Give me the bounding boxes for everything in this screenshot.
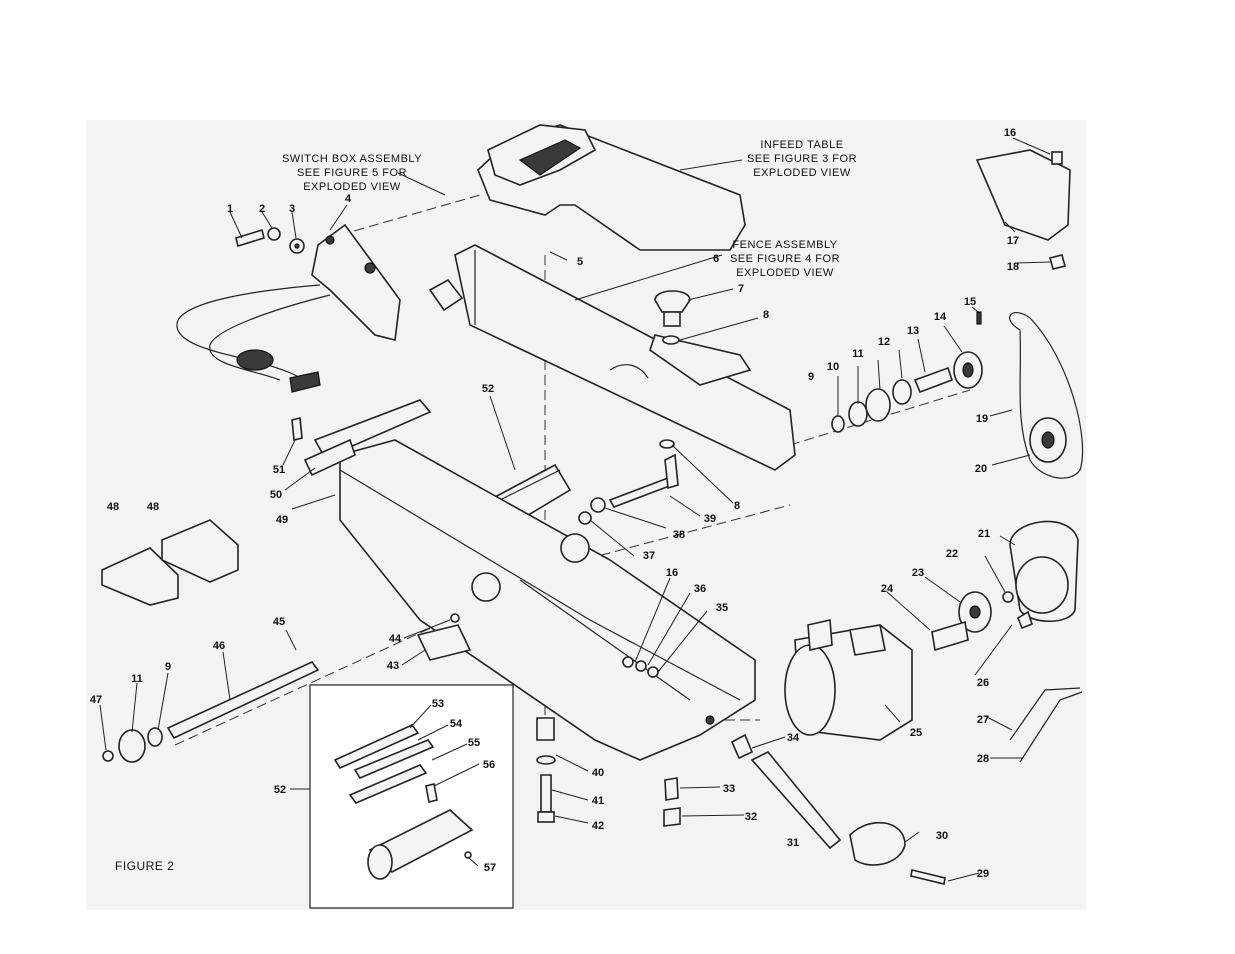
part-label-2: 2	[259, 203, 265, 215]
part-label-39: 39	[704, 513, 716, 525]
part-label-30: 30	[936, 830, 948, 842]
drive-pulley-parts	[831, 311, 1084, 479]
part-label-1: 1	[227, 203, 233, 215]
part-label-24: 24	[881, 583, 894, 595]
part-label-48-right: 48	[147, 501, 159, 513]
part-label-15: 15	[964, 296, 976, 308]
part-label-56: 56	[483, 759, 495, 771]
part-label-28: 28	[977, 753, 989, 765]
part-label-47: 47	[90, 694, 102, 706]
part-label-13: 13	[907, 325, 919, 337]
part-label-10: 10	[827, 361, 839, 373]
part-label-16-top: 16	[1004, 127, 1016, 139]
infeed-table-callout-line-3: EXPLODED VIEW	[753, 167, 851, 179]
cutterhead-detail-inset	[309, 684, 514, 909]
part-label-55: 55	[468, 737, 480, 749]
part-label-52-main: 52	[482, 383, 494, 395]
part-label-33: 33	[723, 783, 735, 795]
switch-hardware	[235, 227, 305, 254]
base-casting	[339, 439, 756, 761]
part-label-43: 43	[387, 660, 399, 672]
plate	[416, 613, 472, 661]
part-label-57: 57	[484, 862, 496, 874]
part-label-11: 11	[852, 348, 864, 360]
part-label-12: 12	[878, 336, 890, 348]
part-label-4: 4	[345, 193, 352, 205]
fence-hardware	[578, 439, 679, 678]
part-label-21: 21	[978, 528, 990, 540]
part-label-34: 34	[787, 732, 800, 744]
bolt-stack	[536, 717, 556, 823]
rubber-feet	[101, 519, 239, 606]
part-label-50: 50	[270, 489, 282, 501]
part-label-32: 32	[745, 811, 757, 823]
part-number-labels: 1 2 3 4 5 6 7 8 9 10 11 12 13 14 15 16 1…	[90, 127, 1019, 880]
part-label-44: 44	[389, 633, 402, 645]
part-label-46: 46	[213, 640, 225, 652]
part-label-3: 3	[289, 203, 295, 215]
part-label-27: 27	[977, 714, 989, 726]
part-label-23: 23	[912, 567, 924, 579]
part-label-9: 9	[808, 371, 814, 383]
part-label-16-base: 16	[666, 567, 678, 579]
switch-box	[176, 223, 401, 393]
part-label-38: 38	[673, 529, 685, 541]
belt-guard	[1009, 520, 1079, 622]
part-label-29: 29	[977, 868, 989, 880]
part-label-9-lower: 9	[165, 661, 171, 673]
elevation-screw	[663, 733, 946, 885]
fence-assembly-callout: FENCE ASSEMBLY SEE FIGURE 4 FOR EXPLODED…	[730, 239, 840, 279]
part-label-37: 37	[643, 550, 655, 562]
bed-handle	[291, 399, 432, 477]
part-label-11-lower: 11	[131, 673, 143, 685]
part-label-51: 51	[273, 464, 285, 476]
part-label-26: 26	[977, 677, 989, 689]
infeed-table-callout: INFEED TABLE SEE FIGURE 3 FOR EXPLODED V…	[747, 139, 857, 179]
motor-pulley-parts	[931, 591, 1033, 652]
part-label-5: 5	[577, 256, 583, 268]
part-label-19: 19	[976, 413, 988, 425]
part-label-18: 18	[1007, 261, 1019, 273]
infeed-roller-shaft	[102, 661, 320, 763]
part-label-36: 36	[694, 583, 706, 595]
part-label-53: 53	[432, 698, 444, 710]
part-label-8: 8	[763, 309, 769, 321]
part-label-17: 17	[1007, 235, 1019, 247]
part-label-45: 45	[273, 616, 285, 628]
part-label-52-inset: 52	[274, 784, 286, 796]
part-label-54: 54	[450, 718, 463, 730]
part-label-40: 40	[592, 767, 604, 779]
motor	[784, 619, 913, 741]
part-label-35: 35	[716, 602, 728, 614]
part-label-6: 6	[713, 253, 719, 265]
part-label-31: 31	[787, 837, 799, 849]
bracket	[975, 149, 1071, 270]
infeed-table-callout-line-2: SEE FIGURE 3 FOR	[747, 153, 857, 165]
part-label-7: 7	[738, 283, 744, 295]
switch-box-callout-line-1: SWITCH BOX ASSEMBLY	[282, 153, 422, 165]
part-label-20: 20	[975, 463, 987, 475]
fence-assembly	[428, 244, 796, 471]
part-label-41: 41	[592, 795, 604, 807]
switch-box-callout-line-2: SEE FIGURE 5 FOR	[297, 167, 407, 179]
part-label-42: 42	[592, 820, 604, 832]
part-label-8-lower: 8	[734, 500, 740, 512]
part-label-14: 14	[934, 311, 947, 323]
part-label-22: 22	[946, 548, 958, 560]
switch-box-callout-line-3: EXPLODED VIEW	[303, 181, 401, 193]
figure-label: FIGURE 2	[115, 859, 174, 873]
part-label-48-left: 48	[107, 501, 119, 513]
fence-assembly-callout-line-2: SEE FIGURE 4 FOR	[730, 253, 840, 265]
fence-assembly-callout-line-3: EXPLODED VIEW	[736, 267, 834, 279]
leader-lines	[99, 137, 1051, 882]
part-label-25: 25	[910, 727, 922, 739]
infeed-table	[477, 124, 746, 251]
fence-assembly-callout-line-1: FENCE ASSEMBLY	[732, 239, 837, 251]
infeed-table-callout-line-1: INFEED TABLE	[760, 139, 843, 151]
switch-box-callout: SWITCH BOX ASSEMBLY SEE FIGURE 5 FOR EXP…	[282, 153, 422, 193]
hex-wrenches	[1009, 687, 1083, 763]
part-label-49: 49	[276, 514, 288, 526]
